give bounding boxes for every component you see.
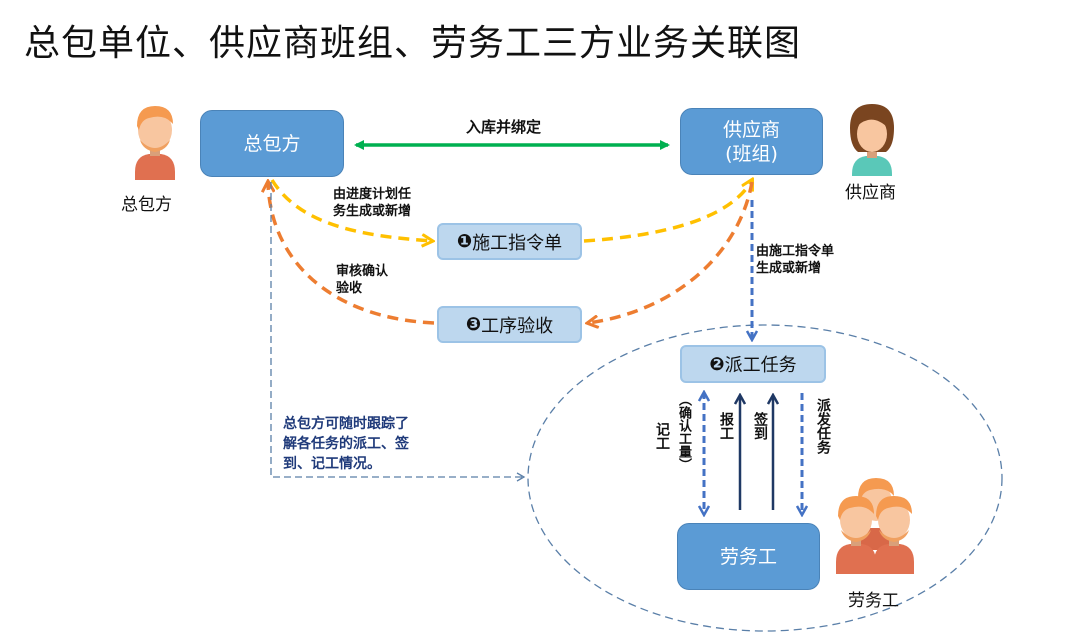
- work-order-step[interactable]: ❶ 施工指令单: [437, 223, 582, 260]
- supplier-person-label: 供应商: [845, 183, 896, 203]
- report-work-label: 报工: [718, 412, 734, 440]
- supplier-node[interactable]: 供应商 (班组): [680, 108, 823, 175]
- worker-node[interactable]: 劳务工: [677, 523, 820, 590]
- acceptance-label: 工序验收: [481, 315, 554, 337]
- review-label: 审核确认 验收: [336, 263, 388, 297]
- dispatch-label: 派工任务: [724, 355, 797, 376]
- generate-dispatch-label-line1: 由施工指令单: [756, 244, 835, 259]
- supplier-to-acceptance-arrow: [588, 181, 754, 323]
- step-number-3: ❸: [465, 314, 482, 335]
- step-number-1: ❶: [456, 231, 473, 252]
- tracking-label-line2: 解各任务的派工、签: [283, 436, 409, 452]
- tracking-label-line3: 到、记工情况。: [283, 456, 381, 472]
- tracking-line: [270, 182, 526, 482]
- tracking-label: 总包方可随时跟踪了 解各任务的派工、签 到、记工情况。: [283, 414, 409, 474]
- supplier-node-label: 供应商: [722, 118, 780, 141]
- tracking-label-line1: 总包方可随时跟踪了: [283, 416, 409, 432]
- contractor-person-label: 总包方: [121, 195, 172, 215]
- review-label-line2: 验收: [336, 281, 363, 296]
- page-title: 总包单位、供应商班组、劳务工三方业务关联图: [24, 23, 802, 64]
- step-number-2: ❷: [709, 353, 725, 375]
- check-in-label: 签到: [752, 412, 768, 440]
- generate-order-label: 由进度计划任 务生成或新增: [333, 186, 411, 220]
- group-avatar-icon: [836, 478, 914, 574]
- generate-dispatch-label-line2: 生成或新增: [756, 261, 822, 276]
- bind-label: 入库并绑定: [466, 118, 542, 136]
- worker-node-label: 劳务工: [719, 545, 777, 568]
- dispatch-step[interactable]: ❷ 派工任务: [680, 345, 826, 383]
- worker-person-label: 劳务工: [848, 591, 899, 611]
- generate-order-arrow: [270, 179, 432, 241]
- dispatch-task-label: 派发任务: [815, 398, 831, 454]
- generate-order-label-line2: 务生成或新增: [333, 204, 412, 219]
- worker-area-ellipse: [527, 324, 1003, 632]
- record-work-label: 记工: [654, 422, 670, 450]
- man-avatar-icon: [135, 106, 175, 180]
- woman-avatar-icon: [850, 104, 894, 176]
- contractor-node[interactable]: 总包方: [200, 110, 344, 177]
- order-to-supplier-arrow: [583, 180, 752, 243]
- review-label-line1: 审核确认: [336, 264, 389, 279]
- confirm-quantity-label: （确认工量）: [676, 393, 691, 471]
- generate-dispatch-label: 由施工指令单 生成或新增: [756, 243, 834, 277]
- supplier-node-sublabel: (班组): [725, 142, 778, 165]
- review-arrow: [268, 182, 435, 325]
- work-order-label: 施工指令单: [472, 232, 563, 254]
- acceptance-step[interactable]: ❸ 工序验收: [437, 306, 582, 343]
- contractor-node-label: 总包方: [243, 132, 301, 155]
- generate-order-label-line1: 由进度计划任: [333, 187, 412, 202]
